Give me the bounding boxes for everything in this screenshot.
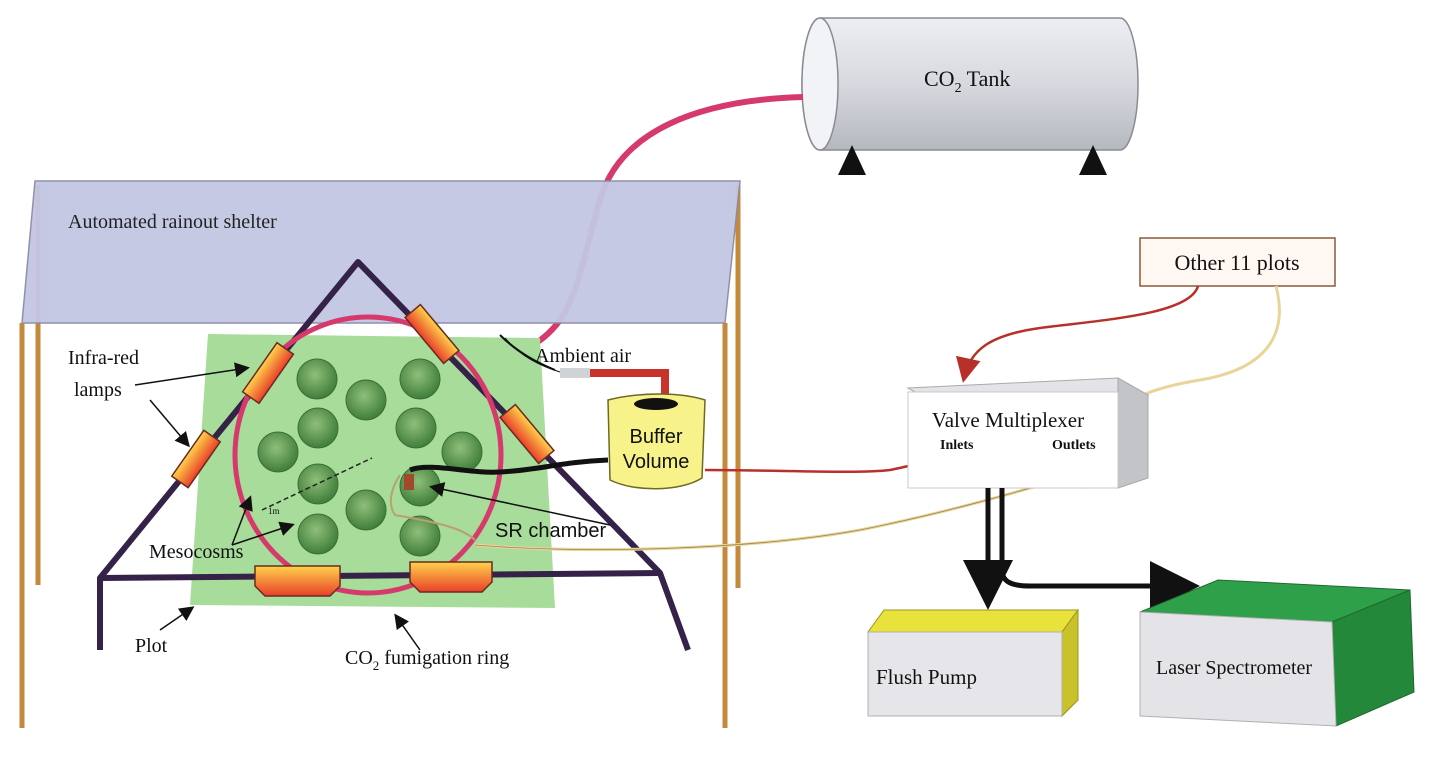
- flush-pump: Flush Pump: [867, 608, 1079, 718]
- infrared-lamp: [409, 561, 493, 593]
- infrared-lamp: [403, 303, 461, 365]
- mesocosm: [296, 358, 338, 400]
- mesocosm: [257, 431, 299, 473]
- infrared-lamp: [170, 429, 222, 489]
- mesocosm: [345, 379, 387, 421]
- infrared-lamp: [254, 565, 341, 597]
- sr-chamber-tube: [409, 457, 609, 475]
- mesocosm: [399, 515, 441, 557]
- infrared-label-line1: Infra-red: [68, 347, 139, 369]
- inlet-line-other-plots: [955, 285, 1200, 383]
- buffer-label-line1: Buffer: [630, 426, 683, 448]
- fumigation-ring-label: CO2 fumigation ring: [345, 647, 509, 673]
- buffer-label-line2: Volume: [623, 451, 690, 473]
- other-plots-box: Other 11 plots: [1139, 237, 1336, 287]
- infrared-label-line2: lamps: [74, 379, 122, 401]
- infrared-lamp: [498, 403, 556, 465]
- plot-area: [190, 334, 555, 608]
- outlets-label: Outlets: [1052, 438, 1096, 453]
- valve-multiplexer-label: Valve Multiplexer: [932, 408, 1084, 432]
- rainout-shelter: Automated rainout shelter: [21, 180, 741, 324]
- mesocosm: [395, 407, 437, 449]
- inlets-label: Inlets: [940, 438, 974, 453]
- annotation-arrows: [134, 362, 611, 651]
- outlet-line-plot-edge: [474, 467, 1101, 550]
- co2-tank-label: CO2 Tank: [924, 66, 1010, 96]
- scale-label: 1m: [268, 506, 280, 516]
- tank-support-right: [1079, 145, 1107, 175]
- line-to-laser-spectrometer: [999, 488, 1200, 611]
- other-plots-label: Other 11 plots: [1174, 250, 1299, 275]
- laser-spectrometer-label: Laser Spectrometer: [1156, 657, 1312, 679]
- co2-fumigation-ring: [232, 314, 504, 596]
- shelter-label: Automated rainout shelter: [68, 211, 277, 233]
- sr-chamber-label: SR chamber: [495, 520, 606, 542]
- mesocosm: [297, 407, 339, 449]
- mesocosm: [297, 513, 339, 555]
- mesocosms-label: Mesocosms: [149, 541, 244, 563]
- infrared-lamps: [170, 303, 556, 597]
- valve-multiplexer: Valve Multiplexer Inlets Outlets: [906, 377, 1150, 489]
- mesocosm: [297, 463, 339, 505]
- sr-chamber: [404, 474, 414, 490]
- plot-label: Plot: [135, 635, 168, 657]
- laser-spectrometer: Laser Spectrometer: [1139, 579, 1415, 727]
- buffer-volume: Buffer Volume: [607, 393, 706, 490]
- scale-line: [261, 457, 373, 511]
- mesocosm: [345, 489, 387, 531]
- ambient-air-label: Ambient air: [535, 345, 631, 367]
- ambient-air-intake: Ambient air: [499, 334, 669, 395]
- sr-sample-line: [389, 474, 476, 541]
- tank-support-left: [838, 145, 866, 175]
- co2-tank: CO2 Tank: [801, 17, 1139, 175]
- infrared-lamp: [241, 341, 295, 405]
- mesocosm: [399, 358, 441, 400]
- flush-pump-label: Flush Pump: [876, 665, 977, 689]
